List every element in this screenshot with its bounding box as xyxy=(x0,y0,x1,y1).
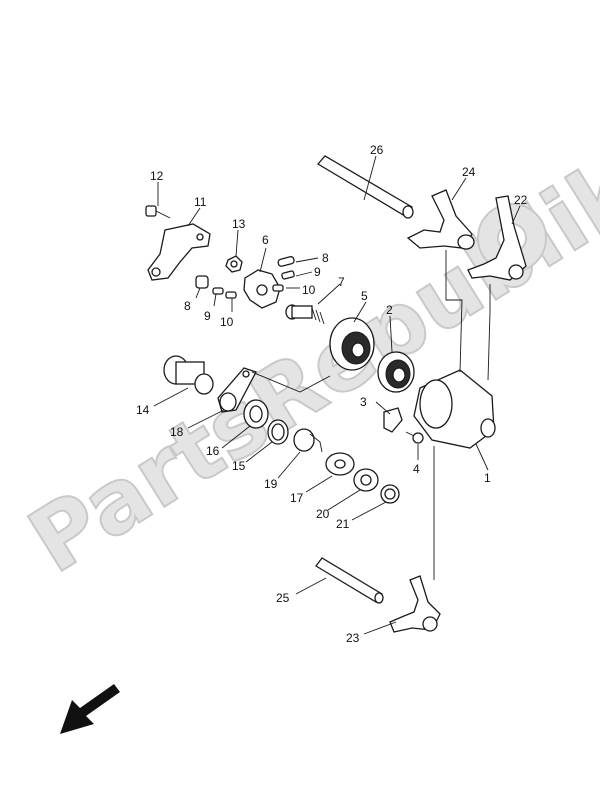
part-10-pawl-upper xyxy=(272,284,284,292)
direction-arrow-icon xyxy=(60,684,120,734)
callout-1: 1 xyxy=(484,471,491,485)
callout-26: 26 xyxy=(370,143,384,157)
part-17-washer xyxy=(325,452,355,476)
callout-9-lower: 9 xyxy=(204,309,211,323)
callout-10-upper: 10 xyxy=(302,283,316,297)
part-8-pin-lower xyxy=(195,275,209,289)
callout-21: 21 xyxy=(336,517,350,531)
part-23-shift-fork xyxy=(389,575,441,633)
part-9-spring-lower xyxy=(212,287,224,295)
callout-labels: 1 2 3 4 5 6 7 8 8 9 9 10 10 11 12 13 14 … xyxy=(136,143,528,645)
part-21-circlip xyxy=(380,484,400,504)
callout-10-lower: 10 xyxy=(220,315,234,329)
part-18-link-plate xyxy=(217,367,257,413)
callout-8-upper: 8 xyxy=(322,251,329,265)
leader-lines xyxy=(153,155,521,635)
callout-13: 13 xyxy=(232,217,246,231)
callout-24: 24 xyxy=(462,165,476,179)
callout-19: 19 xyxy=(264,477,278,491)
part-20-washer xyxy=(353,468,379,492)
part-14-collar xyxy=(163,355,214,395)
callout-23: 23 xyxy=(346,631,360,645)
part-24-shift-fork xyxy=(406,189,475,250)
part-1-shift-drum xyxy=(413,369,496,449)
callout-14: 14 xyxy=(136,403,150,417)
assembly-guide-lines xyxy=(251,250,491,580)
callout-20: 20 xyxy=(316,507,330,521)
part-4-screw xyxy=(405,431,424,444)
callout-4: 4 xyxy=(413,462,420,476)
callout-12: 12 xyxy=(150,169,164,183)
callout-7: 7 xyxy=(338,275,345,289)
callout-16: 16 xyxy=(206,444,220,458)
part-25-fork-shaft xyxy=(315,557,384,604)
part-9-spring-upper xyxy=(281,270,295,280)
callout-18: 18 xyxy=(170,425,184,439)
callout-25: 25 xyxy=(276,591,290,605)
part-6-segment xyxy=(243,269,281,309)
callout-22: 22 xyxy=(514,193,528,207)
callout-2: 2 xyxy=(386,303,393,317)
callout-6: 6 xyxy=(262,233,269,247)
part-3-plate xyxy=(383,407,403,433)
part-22-shift-fork xyxy=(467,195,527,281)
callout-15: 15 xyxy=(232,459,246,473)
part-12-bolt xyxy=(145,205,171,219)
watermark: PartsRepublik xyxy=(11,135,600,594)
part-10-pawl-lower xyxy=(225,291,237,299)
callout-3: 3 xyxy=(360,395,367,409)
part-2-bearing xyxy=(377,351,415,393)
callout-17: 17 xyxy=(290,491,304,505)
callout-8-lower: 8 xyxy=(184,299,191,313)
part-26-shift-shaft xyxy=(316,155,414,219)
part-15-circlip xyxy=(267,419,289,445)
callout-11: 11 xyxy=(194,195,207,209)
part-5-drum-segment xyxy=(329,317,375,371)
part-16-washer xyxy=(243,399,269,429)
part-13-nut xyxy=(225,255,243,273)
part-8-pin-upper xyxy=(277,256,295,267)
callout-5: 5 xyxy=(361,289,368,303)
part-19-torsion-spring xyxy=(293,428,323,453)
part-11-stopper-lever xyxy=(147,223,211,281)
part-7-stopper-bolt xyxy=(285,304,325,325)
callout-9-upper: 9 xyxy=(314,265,321,279)
